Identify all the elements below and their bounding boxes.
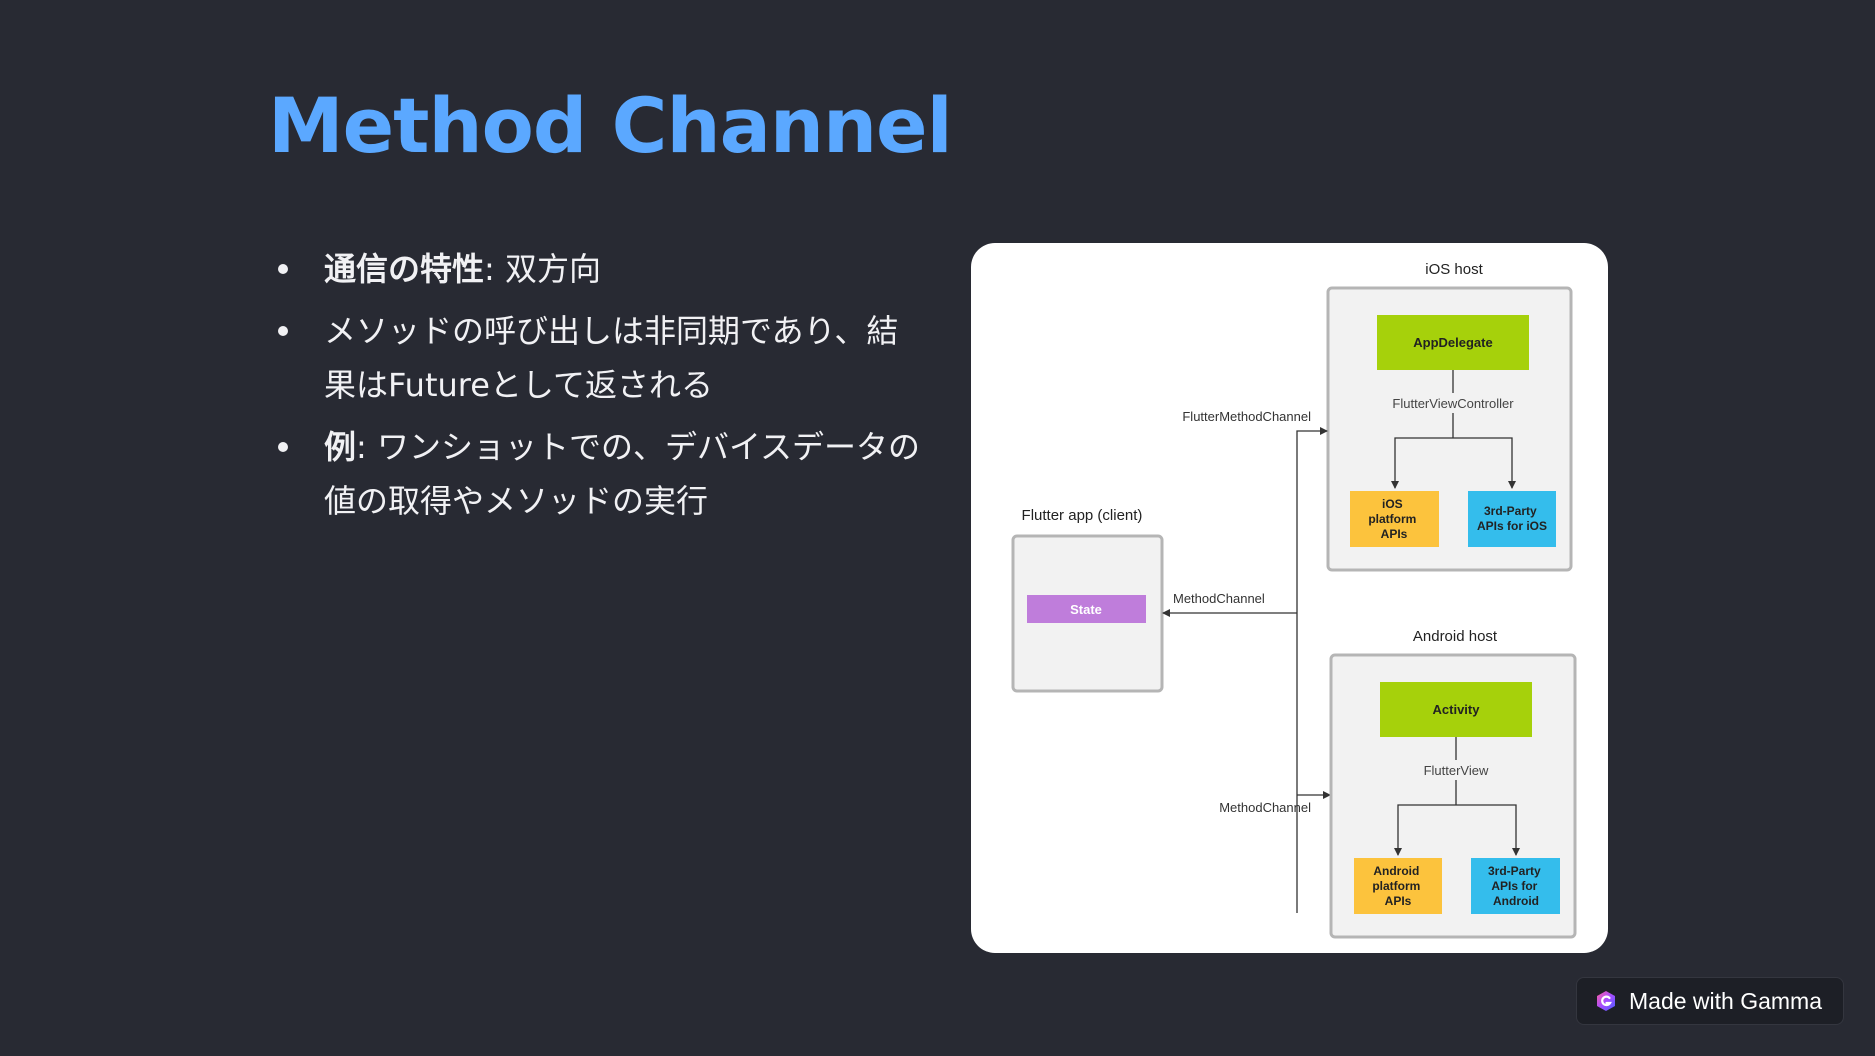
android-controller-bg bbox=[1412, 760, 1500, 780]
android-channel-label: MethodChannel bbox=[1219, 800, 1311, 815]
bullet-text: : ワンショットでの、デバイスデータの値の取得やメソッドの実行 bbox=[324, 428, 921, 520]
ios-branch bbox=[1394, 437, 1513, 488]
client-label: Flutter app (client) bbox=[1022, 507, 1143, 524]
android-activity-box bbox=[1380, 682, 1532, 737]
slide-title: Method Channel bbox=[268, 81, 953, 170]
bullet-text: メソッドの呼び出しは非同期であり、結果はFutureとして返される bbox=[324, 312, 899, 404]
ios-third-party-box bbox=[1468, 491, 1556, 547]
bullet-list: 通信の特性: 双方向 メソッドの呼び出しは非同期であり、結果はFutureとして… bbox=[270, 242, 920, 536]
ios-channel-label-bg bbox=[1177, 409, 1313, 427]
android-third-party-box bbox=[1471, 858, 1560, 914]
bullet-item: メソッドの呼び出しは非同期であり、結果はFutureとして返される bbox=[270, 304, 920, 412]
badge-label: Made with Gamma bbox=[1629, 987, 1823, 1014]
bullet-dot-icon bbox=[278, 442, 288, 452]
method-channel-diagram: iOS host AppDelegate FlutterViewControll… bbox=[1011, 261, 1577, 939]
bullet-bold: 例 bbox=[324, 428, 357, 466]
bullet-item: 通信の特性: 双方向 bbox=[270, 242, 920, 296]
android-platform-apis-box bbox=[1354, 858, 1442, 914]
ios-platform-apis-box bbox=[1350, 491, 1439, 547]
bullet-item: 例: ワンショットでの、デバイスデータの値の取得やメソッドの実行 bbox=[270, 420, 920, 528]
ios-platform-apis-label: iOS platform APIs bbox=[1368, 497, 1419, 541]
bullet-bold: 通信の特性 bbox=[324, 250, 485, 288]
ios-channel-label: FlutterMethodChannel bbox=[1182, 409, 1311, 424]
state-box bbox=[1027, 595, 1146, 623]
android-third-party-label: 3rd-Party APIs for Android bbox=[1488, 864, 1544, 908]
gamma-logo-icon bbox=[1597, 991, 1615, 1011]
bullet-text: : 双方向 bbox=[484, 250, 601, 288]
bullet-dot-icon bbox=[278, 264, 288, 274]
android-branch bbox=[1397, 804, 1517, 855]
android-host-label: Android host bbox=[1413, 628, 1498, 645]
android-platform-apis-label: Android platform APIs bbox=[1372, 864, 1423, 908]
arrow-head-icon bbox=[1512, 848, 1520, 856]
client-channel-label: MethodChannel bbox=[1173, 591, 1265, 606]
ios-third-party-label: 3rd-Party APIs for iOS bbox=[1477, 504, 1547, 533]
ios-host-label: iOS host bbox=[1425, 261, 1483, 278]
android-activity-label: Activity bbox=[1433, 702, 1481, 717]
channel-trunk bbox=[1296, 427, 1328, 913]
arrow-head-icon bbox=[1391, 481, 1399, 489]
diagram-card: iOS host AppDelegate FlutterViewControll… bbox=[971, 243, 1608, 953]
arrow-head-icon bbox=[1508, 481, 1516, 489]
arrow-head-icon bbox=[1394, 848, 1402, 856]
ios-app-delegate-label: AppDelegate bbox=[1413, 335, 1492, 350]
made-with-gamma-badge[interactable]: Made with Gamma bbox=[1576, 977, 1844, 1025]
ios-controller-label: FlutterViewController bbox=[1392, 396, 1514, 411]
ios-controller-bg bbox=[1386, 393, 1520, 413]
android-controller-label: FlutterView bbox=[1424, 763, 1489, 778]
ios-app-delegate-box bbox=[1377, 315, 1529, 370]
state-label: State bbox=[1070, 602, 1102, 617]
bullet-dot-icon bbox=[278, 326, 288, 336]
